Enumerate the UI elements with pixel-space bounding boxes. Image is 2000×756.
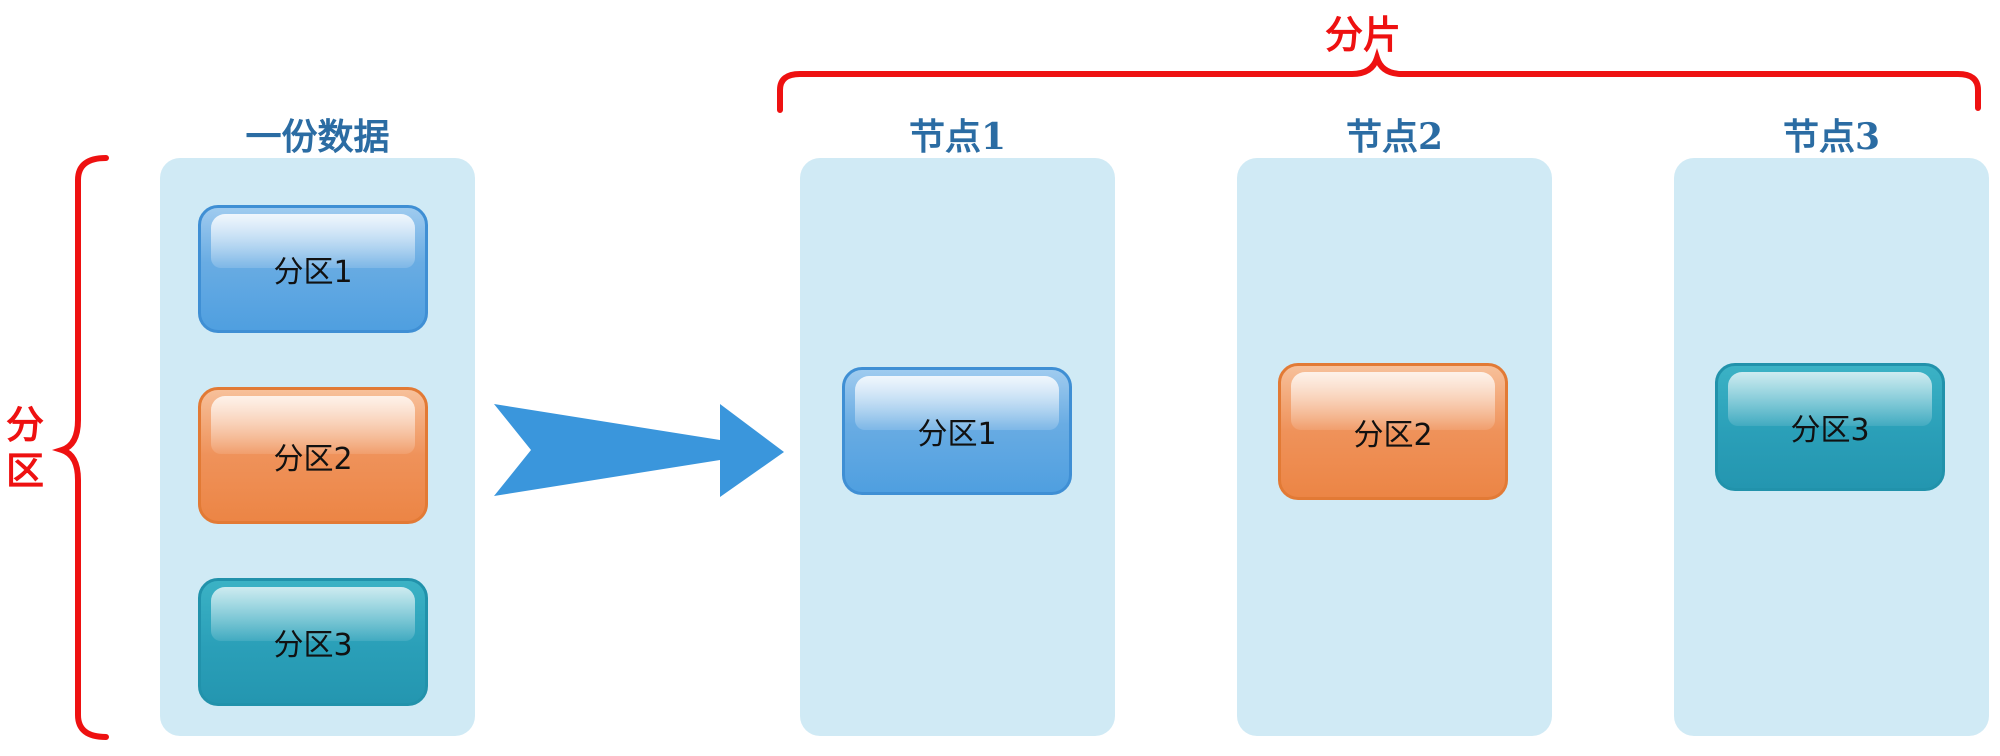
partition-annotation: 分 区 [2, 402, 48, 494]
node-2-panel: 分区2 [1237, 158, 1552, 736]
node-3-partition-label: 分区3 [1790, 413, 1870, 448]
source-partition-2-label: 分区2 [273, 441, 353, 477]
source-partition-3-label: 分区3 [273, 628, 353, 663]
node-1-title: 节点1 [908, 116, 1007, 158]
source-partition-3: 分区3 [198, 578, 428, 706]
node-1-partition-label: 分区1 [917, 417, 997, 452]
source-panel-title: 一份数据 [245, 116, 390, 158]
node-2-partition: 分区2 [1278, 363, 1508, 500]
node-3-partition: 分区3 [1715, 363, 1945, 491]
partition-annotation-char-2: 区 [5, 448, 44, 493]
node-1-panel: 分区1 [800, 158, 1115, 736]
node-3-panel: 分区3 [1674, 158, 1989, 736]
sharding-brace [777, 47, 1981, 113]
source-partition-2: 分区2 [198, 387, 428, 524]
node-3-title: 节点3 [1782, 116, 1881, 158]
arrow-right-icon [494, 404, 784, 497]
partition-annotation-char-1: 分 [5, 402, 44, 447]
source-data-panel: 分区1 分区2 分区3 [160, 158, 475, 736]
source-partition-1-label: 分区1 [273, 255, 353, 290]
source-partition-1: 分区1 [198, 205, 428, 333]
node-1-partition: 分区1 [842, 367, 1072, 495]
node-2-title: 节点2 [1345, 116, 1444, 158]
partition-brace [51, 155, 109, 740]
node-2-partition-label: 分区2 [1353, 417, 1433, 453]
sharding-annotation: 分片 [1325, 12, 1402, 57]
